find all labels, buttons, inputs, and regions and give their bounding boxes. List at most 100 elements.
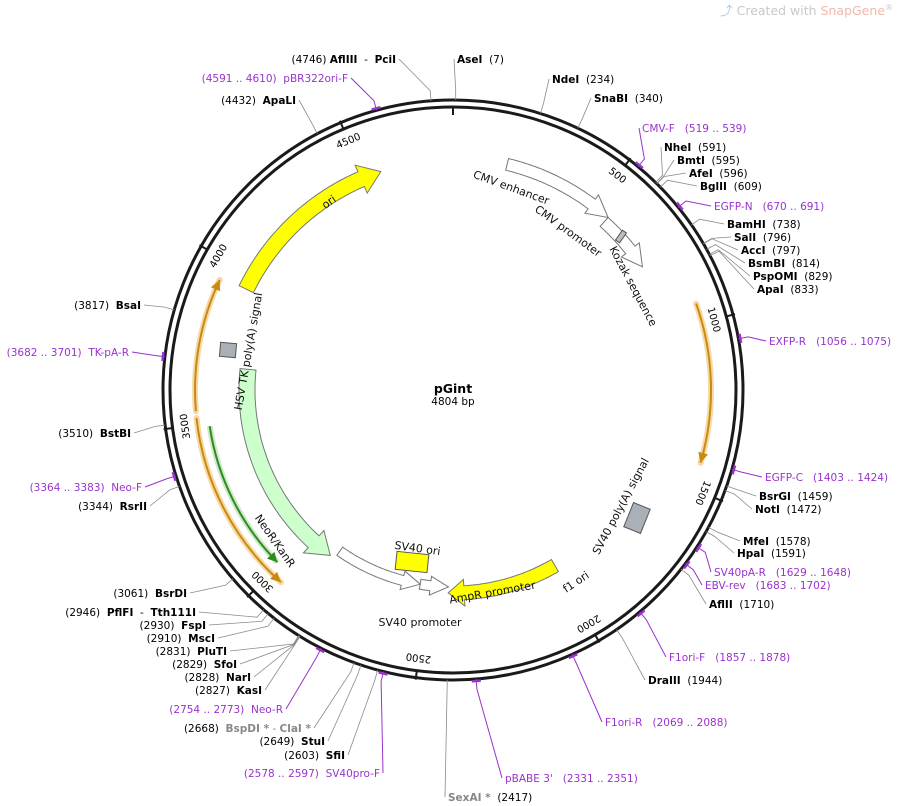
site-label-18[interactable]: BsrGI (1459)	[759, 491, 833, 503]
site-label-33[interactable]: (2668) BspDI * - ClaI *	[184, 723, 312, 735]
site-label-40[interactable]: (2930) FspI	[140, 620, 206, 632]
site-label-41[interactable]: (2946) PflFI - Tth111I	[65, 607, 196, 619]
leader-line-36	[253, 635, 301, 678]
site-label-0[interactable]: (4746) AflIII - PciI	[292, 54, 396, 66]
orf-1[interactable]	[195, 417, 282, 584]
leader-line-25	[639, 611, 667, 658]
site-label-22[interactable]: SV40pA-R (1629 .. 1648)	[714, 567, 851, 579]
leader-line-2	[540, 78, 550, 114]
neo-orf[interactable]	[208, 426, 279, 563]
site-label-47[interactable]: (3817) BsaI	[74, 300, 141, 312]
site-label-42-part-0: (3061)	[113, 588, 155, 600]
leader-line-29	[444, 679, 448, 798]
site-label-28[interactable]: pBABE 3' (2331 .. 2351)	[505, 773, 638, 785]
site-label-39[interactable]: (2910) MscI	[147, 633, 215, 645]
site-label-10-part-1: (738)	[766, 219, 801, 231]
site-label-35-part-0: (2827)	[195, 685, 237, 697]
site-label-12[interactable]: AccI (797)	[741, 245, 800, 257]
feature-label-f1-ori: f1 ori	[561, 569, 592, 596]
feature-hsv-tk-poly-a-signal-box[interactable]	[218, 341, 238, 359]
site-label-21[interactable]: HpaI (1591)	[737, 548, 806, 560]
primer-mark-49	[371, 105, 381, 111]
orf-0[interactable]	[695, 303, 713, 464]
site-label-37[interactable]: (2829) SfoI	[172, 659, 237, 671]
feature-neor-kanr[interactable]	[238, 367, 331, 556]
site-label-25-part-1: (1857 .. 1878)	[705, 652, 790, 664]
site-label-8[interactable]: BglII (609)	[700, 181, 762, 193]
site-label-7-part-0: AfeI	[689, 168, 713, 180]
orf-2[interactable]	[194, 279, 221, 412]
leader-line-0	[398, 58, 432, 101]
site-label-3-part-0: SnaBI	[594, 93, 628, 105]
site-label-38[interactable]: (2831) PluTI	[156, 646, 227, 658]
site-label-11[interactable]: SalI (796)	[734, 232, 791, 244]
feature-sv40-poly-a-signal-box[interactable]	[623, 501, 651, 535]
site-label-45[interactable]: (3510) BstBI	[58, 428, 131, 440]
leader-line-14	[709, 249, 751, 277]
site-label-44[interactable]: (3364 .. 3383) Neo-F	[30, 482, 142, 494]
leader-line-9	[677, 200, 712, 208]
site-label-34[interactable]: (2754 .. 2773) Neo-R	[169, 704, 283, 716]
site-label-31[interactable]: (2603) SfiI	[284, 750, 345, 762]
feature-kozak-sequence-box[interactable]	[614, 229, 628, 244]
site-label-35[interactable]: (2827) KasI	[195, 685, 262, 697]
primer-mark-17	[731, 465, 737, 475]
site-label-3[interactable]: SnaBI (340)	[594, 93, 663, 105]
site-label-20[interactable]: MfeI (1578)	[743, 536, 811, 548]
site-label-24[interactable]: AflII (1710)	[709, 599, 774, 611]
leader-line-18	[726, 485, 757, 497]
site-label-2[interactable]: NdeI (234)	[552, 74, 614, 86]
site-label-33-part-3: ClaI *	[280, 723, 312, 735]
primer-mark-9	[675, 201, 684, 211]
watermark-brand: SnapGene	[820, 3, 885, 18]
site-label-46[interactable]: (3682 .. 3701) TK-pA-R	[7, 347, 129, 359]
feature-f1-ori[interactable]	[447, 558, 560, 608]
site-label-13[interactable]: BsmBI (814)	[748, 258, 820, 270]
site-label-48[interactable]: (4432) ApaLI	[221, 95, 296, 107]
site-label-25[interactable]: F1ori-F (1857 .. 1878)	[669, 652, 790, 664]
feature-sv40-ori-box[interactable]	[394, 550, 430, 574]
feature-ori[interactable]	[238, 164, 382, 294]
site-label-20-part-0: MfeI	[743, 536, 769, 548]
site-label-41-part-3: Tth111I	[151, 607, 196, 619]
site-label-36[interactable]: (2828) NarI	[184, 672, 251, 684]
site-label-9-part-1: (670 .. 691)	[753, 201, 825, 213]
feature-sv40-promoter[interactable]	[336, 546, 422, 591]
leader-line-3	[577, 97, 592, 129]
site-label-27[interactable]: F1ori-R (2069 .. 2088)	[605, 717, 727, 729]
site-label-9[interactable]: EGFP-N (670 .. 691)	[714, 201, 824, 213]
site-label-19[interactable]: NotI (1472)	[755, 504, 822, 516]
site-label-30[interactable]: (2578 .. 2597) SV40pro-F	[244, 768, 380, 780]
site-label-13-part-0: BsmBI	[748, 258, 785, 270]
ruler-label-4000: 4000	[208, 242, 230, 270]
site-label-17-part-1: (1403 .. 1424)	[803, 472, 888, 484]
feature-ampr-promoter[interactable]	[418, 575, 450, 596]
site-label-38-part-1: PluTI	[197, 646, 227, 658]
site-label-5[interactable]: NheI (591)	[664, 142, 726, 154]
site-label-0-part-0: (4746)	[292, 54, 330, 66]
site-label-10[interactable]: BamHI (738)	[727, 219, 801, 231]
site-label-29[interactable]: SexAI * (2417)	[448, 792, 532, 804]
leader-line-7	[656, 172, 687, 184]
site-label-49[interactable]: (4591 .. 4610) pBR322ori-F	[202, 73, 348, 85]
site-label-23[interactable]: EBV-rev (1683 .. 1702)	[705, 580, 831, 592]
site-label-42[interactable]: (3061) BsrDI	[113, 588, 187, 600]
site-label-18-part-0: BsrGI	[759, 491, 791, 503]
site-label-16[interactable]: EXFP-R (1056 .. 1075)	[769, 336, 891, 348]
site-label-14[interactable]: PspOMI (829)	[753, 271, 832, 283]
site-label-17[interactable]: EGFP-C (1403 .. 1424)	[765, 472, 888, 484]
site-label-22-part-0: SV40pA-R	[714, 567, 766, 579]
site-label-15[interactable]: ApaI (833)	[757, 284, 819, 296]
site-label-6[interactable]: BmtI (595)	[677, 155, 740, 167]
site-label-43[interactable]: (3344) RsrII	[78, 501, 147, 513]
site-label-32[interactable]: (2649) StuI	[259, 736, 325, 748]
feature-cmv-promoter[interactable]	[599, 216, 644, 268]
ruler-label-2000: 2000	[574, 612, 602, 634]
site-label-4[interactable]: CMV-F (519 .. 539)	[642, 123, 746, 135]
site-label-7[interactable]: AfeI (596)	[689, 168, 748, 180]
feature-cmv-enhancer[interactable]	[505, 158, 609, 219]
site-label-1[interactable]: AseI (7)	[457, 54, 504, 66]
ruler-label-500: 500	[606, 166, 628, 186]
site-label-26[interactable]: DraIII (1944)	[648, 675, 722, 687]
